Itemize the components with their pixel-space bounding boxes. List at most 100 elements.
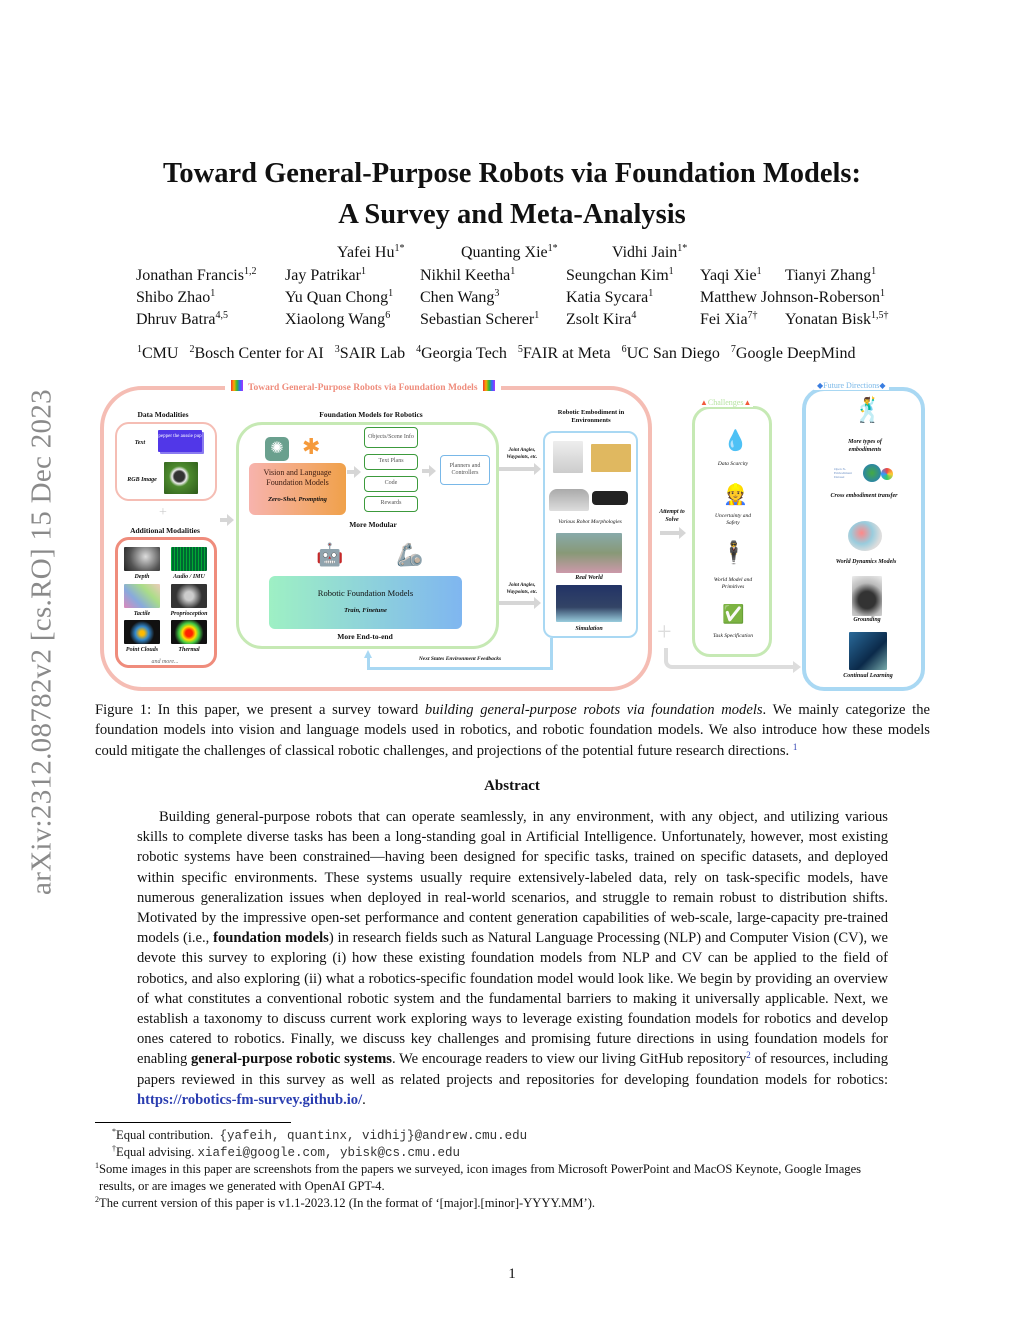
author-affiliation-mark: 1 [648, 288, 654, 299]
author-affiliation-mark: 1 [210, 288, 216, 299]
author-affiliation-mark: 1,5† [870, 310, 889, 321]
affiliation: 1CMU [137, 344, 179, 363]
author-affiliation-mark: 1* [394, 243, 405, 254]
author-affiliation-mark: 1 [668, 266, 674, 277]
thermal-image [171, 620, 207, 644]
affiliation: 6UC San Diego [621, 344, 720, 363]
person-icon: 🕴 [720, 540, 748, 565]
author-name: Chen Wang [420, 289, 495, 306]
depth-image [124, 547, 160, 571]
affiliation: 2Bosch Center for AI [189, 344, 324, 363]
arrow-right-icon [660, 527, 686, 539]
affiliation: 7Google DeepMind [730, 344, 856, 363]
repository-link[interactable]: https://robotics-fm-survey.github.io/ [137, 1091, 363, 1108]
challenge-world-model: World Model and Primitives [713, 577, 753, 591]
connector-line [664, 648, 794, 669]
car-image [549, 489, 589, 511]
author: Jay Patrikar1 [285, 267, 366, 285]
audio-imu-label: Audio / IMU [173, 574, 205, 580]
author-name: Yu Quan Chong [285, 289, 389, 306]
rfm-box: Robotic Foundation Models Train, Finetun… [269, 576, 462, 629]
author: Quanting Xie1* [461, 244, 558, 262]
additional-modalities-label: Additional Modalities [130, 526, 200, 535]
rfm-title: Robotic Foundation Models [317, 588, 414, 598]
simulation-image [556, 585, 622, 622]
challenges-title: ▲Challenges▲ [698, 398, 754, 407]
author-name: Jay Patrikar [285, 267, 361, 284]
author: Tianyi Zhang1 [785, 267, 876, 285]
figure-caption: Figure 1: In this paper, we present a su… [95, 702, 930, 759]
author: Dhruv Batra4,5 [136, 311, 228, 329]
author-affiliation-mark: 1 [879, 288, 885, 299]
author-affiliation-mark: 1 [534, 310, 540, 321]
feedback-label: Next States Environment Feedbacks [418, 656, 502, 662]
author-name: Xiaolong Wang [285, 311, 386, 328]
quadruped-image [592, 491, 628, 505]
author-name: Sebastian Scherer [420, 311, 535, 328]
arrow-right-icon [499, 597, 541, 609]
vlm-subtitle: Zero-Shot, Prompting [268, 496, 327, 503]
author-affiliation-mark: 4 [631, 310, 637, 321]
tactile-label: Tactile [133, 611, 151, 617]
task-check-icon: ✅ [722, 604, 745, 624]
audio-image [171, 547, 207, 571]
rfm-subtitle: Train, Finetune [344, 607, 387, 614]
tactile-image [124, 584, 160, 608]
depth-label: Depth [134, 574, 150, 580]
author-name: Quanting Xie [461, 244, 548, 261]
author: Fei Xia7† [700, 311, 758, 329]
data-modalities-box [115, 422, 217, 501]
brain-image [848, 521, 882, 551]
humanoid-icon: 🕺 [853, 398, 883, 424]
author-affiliation-mark: 1 [388, 288, 394, 299]
abstract-body: Building general-purpose robots that can… [137, 809, 889, 1108]
footnote-ref-1[interactable]: 1 [792, 741, 798, 752]
author: Chen Wang3 [420, 289, 499, 307]
robot-arm-image [553, 441, 583, 473]
plus-sign: + [159, 505, 167, 520]
arrow-right-icon [347, 466, 361, 478]
author: Nikhil Keetha1 [420, 267, 515, 285]
author-name: Yaqi Xie [700, 267, 757, 284]
data-drop-icon: 💧 [723, 430, 748, 452]
footnote-equal-contribution: *Equal contribution. {yafeih, quantinx, … [112, 1127, 528, 1144]
page-number: 1 [508, 1266, 516, 1282]
globe-icon [863, 464, 881, 482]
attempt-to-solve-label: Attempt to Solve [659, 509, 685, 523]
author: Jonathan Francis1,2 [136, 267, 256, 285]
author-affiliation-mark: 1* [677, 243, 688, 254]
author-affiliation-mark: 1* [547, 243, 558, 254]
vlm-box: Vision and Language Foundation Models Ze… [249, 463, 346, 515]
worker-icon: 👷 [723, 484, 748, 506]
chatgpt-logo-icon: ✺ [265, 437, 289, 461]
author-name: Fei Xia [700, 311, 748, 328]
footnote-2: 2The current version of this paper is v1… [95, 1195, 596, 1211]
morphologies-label: Various Robot Morphologies [558, 519, 622, 525]
future-grounding: Grounding [853, 617, 881, 623]
figure-banner: Toward General-Purpose Robots via Founda… [225, 380, 501, 393]
author: Seungchan Kim1 [566, 267, 674, 285]
footnote-equal-advising: †Equal advising. xiafei@google.com, ybis… [112, 1144, 461, 1161]
oxe-dataset-text: Open X-Embodiment Dataset [834, 467, 853, 480]
author: Matthew Johnson-Roberson1 [700, 289, 885, 307]
more-modular-label: More Modular [349, 520, 397, 529]
footnote-ref-2[interactable]: 2 [746, 1050, 751, 1061]
and-more-label: and more... [151, 659, 179, 665]
arrow-right-icon [499, 463, 541, 475]
author: Sebastian Scherer1 [420, 311, 539, 329]
challenges-box [692, 406, 772, 657]
author-name: Nikhil Keetha [420, 267, 511, 284]
author: Zsolt Kira4 [566, 311, 636, 329]
proprioception-image [171, 584, 207, 608]
future-directions-title: ◆Future Directions◆ [814, 381, 889, 390]
embodiment-label: Robotic Embodiment in Environments [557, 409, 625, 425]
thermal-label: Thermal [178, 647, 200, 653]
affiliation: 5FAIR at Meta [517, 344, 611, 363]
author-affiliation-mark: 1 [756, 266, 762, 277]
text-card: pepper the aussie pup [158, 430, 202, 452]
paper-title-line1: Toward General-Purpose Robots via Founda… [162, 158, 862, 189]
warning-icon: ▲ [700, 398, 708, 407]
challenge-uncertainty-safety: Uncertainty and Safety [715, 513, 751, 527]
footnote-rule [95, 1122, 291, 1123]
joint-angles-label: Joint Angles, Waypoints, etc. [506, 583, 538, 595]
